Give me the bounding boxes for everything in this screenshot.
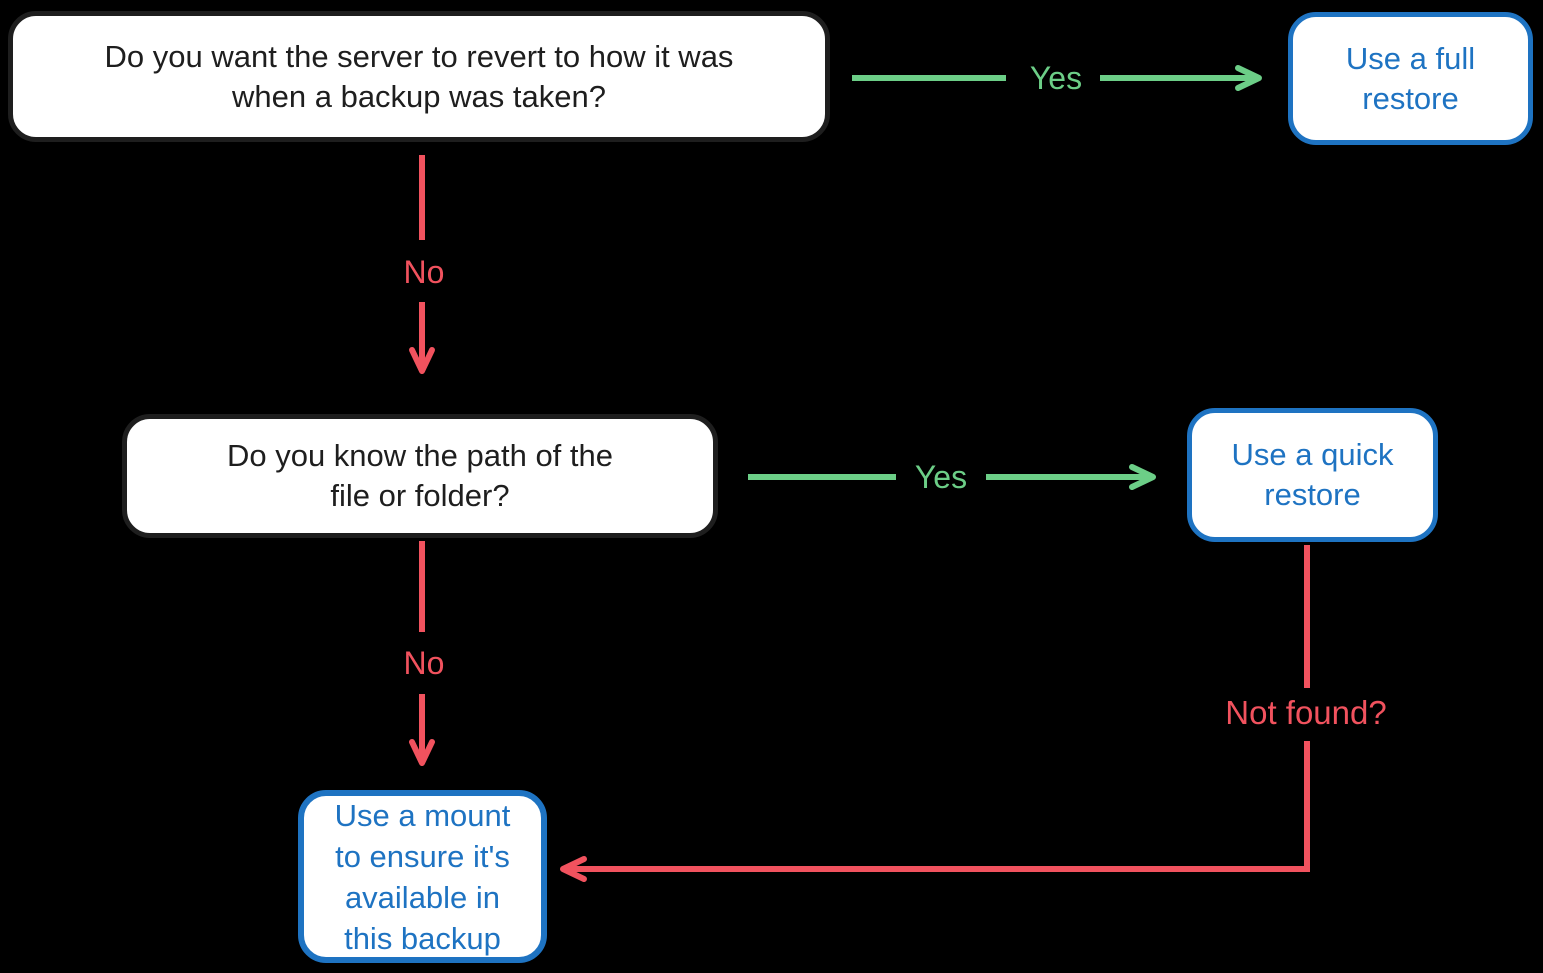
action-full-restore: Use a full restore: [1288, 12, 1533, 145]
decision-path-question: Do you know the path of the file or fold…: [122, 414, 718, 538]
edge-notfound-segment-2: [560, 741, 1310, 882]
decision-revert-question: Do you want the server to revert to how …: [8, 11, 830, 142]
action-quick-restore: Use a quick restore: [1187, 408, 1438, 542]
edge-label-yes-full: Yes: [1029, 60, 1083, 96]
edge-label-yes-quick: Yes: [914, 459, 968, 495]
action-mount: Use a mount to ensure it's available in …: [298, 790, 547, 963]
edge-label-not-found: Not found?: [1225, 694, 1387, 731]
edge-label-no-path: No: [403, 254, 445, 290]
edge-label-no-mount: No: [403, 645, 445, 681]
